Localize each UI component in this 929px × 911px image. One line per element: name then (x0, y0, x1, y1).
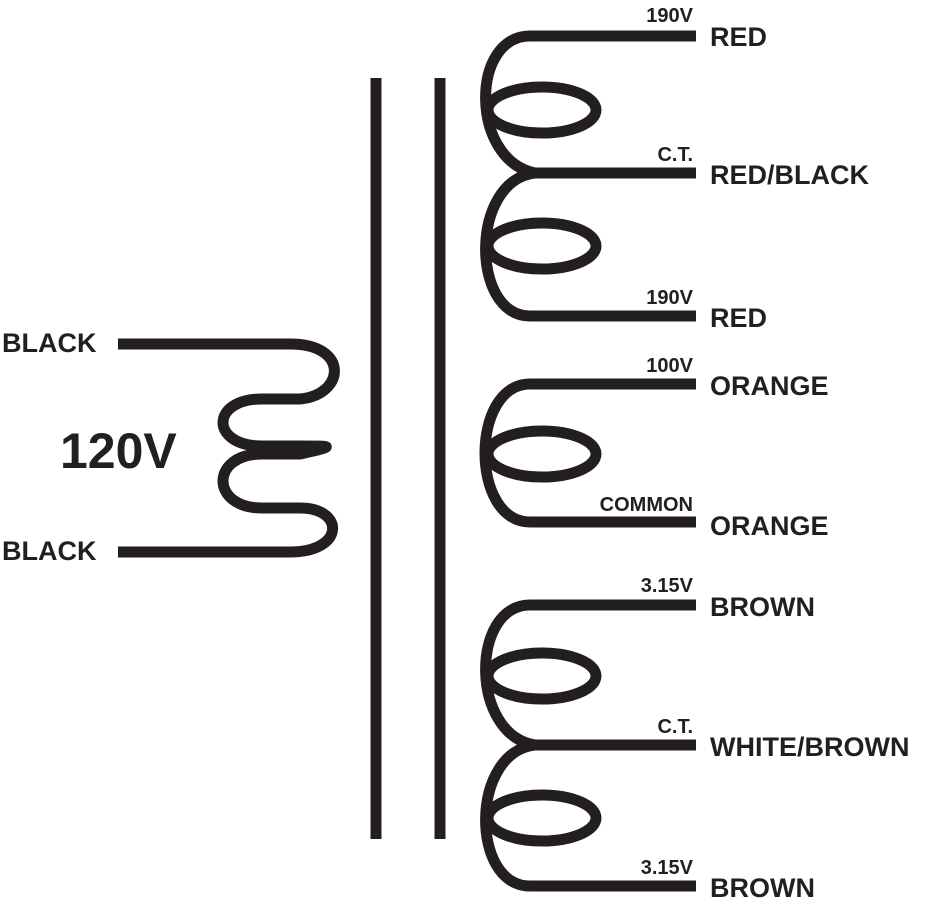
fil-tap-2-color: WHITE/BROWN (710, 732, 909, 762)
bias-tap-1-voltage: 100V (646, 355, 693, 377)
hv-tap-3-color: RED (710, 303, 767, 333)
primary-lead-bottom-label: BLACK (2, 536, 97, 566)
primary-voltage-label: 120V (60, 423, 177, 479)
bias-loop (482, 425, 602, 483)
secondary-winding-high-voltage (480, 30, 696, 322)
hv-tap-3-voltage: 190V (646, 287, 693, 309)
primary-winding (118, 338, 340, 558)
primary-lead-top-label: BLACK (2, 328, 97, 358)
secondary-winding-filament (480, 599, 696, 892)
secondary-winding-bias (479, 378, 696, 528)
hv-tap-1-color: RED (710, 22, 767, 52)
hv-loop-upper (482, 81, 602, 139)
fil-loop-upper (482, 647, 602, 705)
fil-tap-3-voltage: 3.15V (641, 857, 694, 879)
hv-tap-2-color: RED/BLACK (710, 160, 869, 190)
hv-tap-1-voltage: 190V (646, 5, 693, 27)
hv-tap-2-voltage: C.T. (657, 144, 693, 166)
fil-tap-2-voltage: C.T. (657, 716, 693, 738)
bias-tap-2-color: ORANGE (710, 511, 829, 541)
fil-loop-lower (482, 789, 602, 847)
fil-tap-1-voltage: 3.15V (641, 575, 694, 597)
fil-tap-1-color: BROWN (710, 592, 815, 622)
hv-coil-upper (480, 30, 696, 179)
primary-coil (118, 338, 340, 558)
bias-tap-1-color: ORANGE (710, 371, 829, 401)
fil-tap-3-color: BROWN (710, 873, 815, 903)
bias-tap-2-voltage: COMMON (600, 494, 693, 516)
hv-loop-lower (482, 217, 602, 275)
